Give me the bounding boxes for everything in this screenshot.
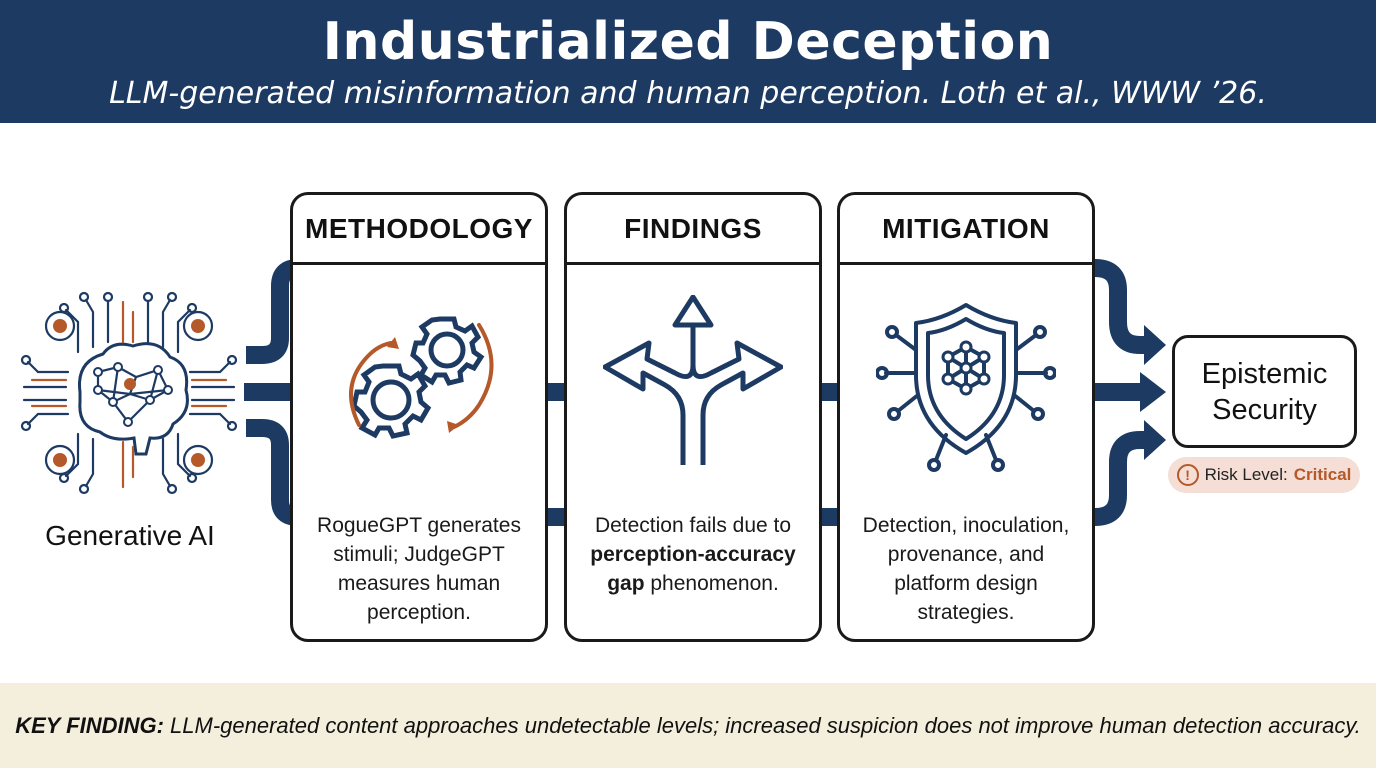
circuit-brain-icon [20, 291, 238, 495]
gears-cycle-icon [349, 316, 494, 439]
target-epistemic-security: Epistemic Security [1172, 335, 1357, 448]
stage-title: FINDINGS [567, 195, 819, 265]
stage-mitigation: MITIGATION Detectio [837, 192, 1095, 642]
key-finding-banner: KEY FINDING: LLM-generated content appro… [0, 683, 1376, 768]
diverging-arrows-icon [603, 295, 783, 465]
connector-top-right [1094, 259, 1149, 354]
page-subtitle: LLM-generated misinformation and human p… [109, 76, 1267, 111]
network-shield-icon [876, 303, 1056, 472]
stage-findings: FINDINGS Detection fails due to percepti… [564, 192, 822, 642]
risk-value: Critical [1293, 465, 1352, 484]
arrowhead-right-bottom [1144, 420, 1166, 460]
page-title: Industrialized Deception [322, 12, 1054, 72]
source-label: Generative AI [45, 520, 215, 551]
risk-label: Risk Level: [1204, 465, 1288, 484]
key-finding-text: LLM-generated content approaches undetec… [163, 712, 1361, 738]
stage-title: MITIGATION [840, 195, 1092, 265]
arrowhead-right-top [1144, 325, 1166, 365]
stage-description: Detection, inoculation, provenance, and … [862, 514, 1070, 624]
stage-description: RogueGPT generates stimuli; JudgeGPT mea… [317, 514, 521, 624]
stage-description: Detection fails due to perception-accura… [590, 514, 796, 595]
stage-title: METHODOLOGY [293, 195, 545, 265]
arrowhead-right-mid [1140, 372, 1166, 412]
header-banner: Industrialized Deception LLM-generated m… [0, 0, 1376, 123]
highlight-term: perception-accuracy gap [590, 543, 796, 595]
risk-badge: ! Risk Level: Critical [1168, 457, 1360, 493]
key-finding-label: KEY FINDING: [15, 712, 164, 738]
connector-bottom-right [1094, 431, 1149, 526]
stage-methodology: METHODOLOGY RogueGPT gen [290, 192, 548, 642]
warning-icon: ! [1176, 464, 1199, 486]
